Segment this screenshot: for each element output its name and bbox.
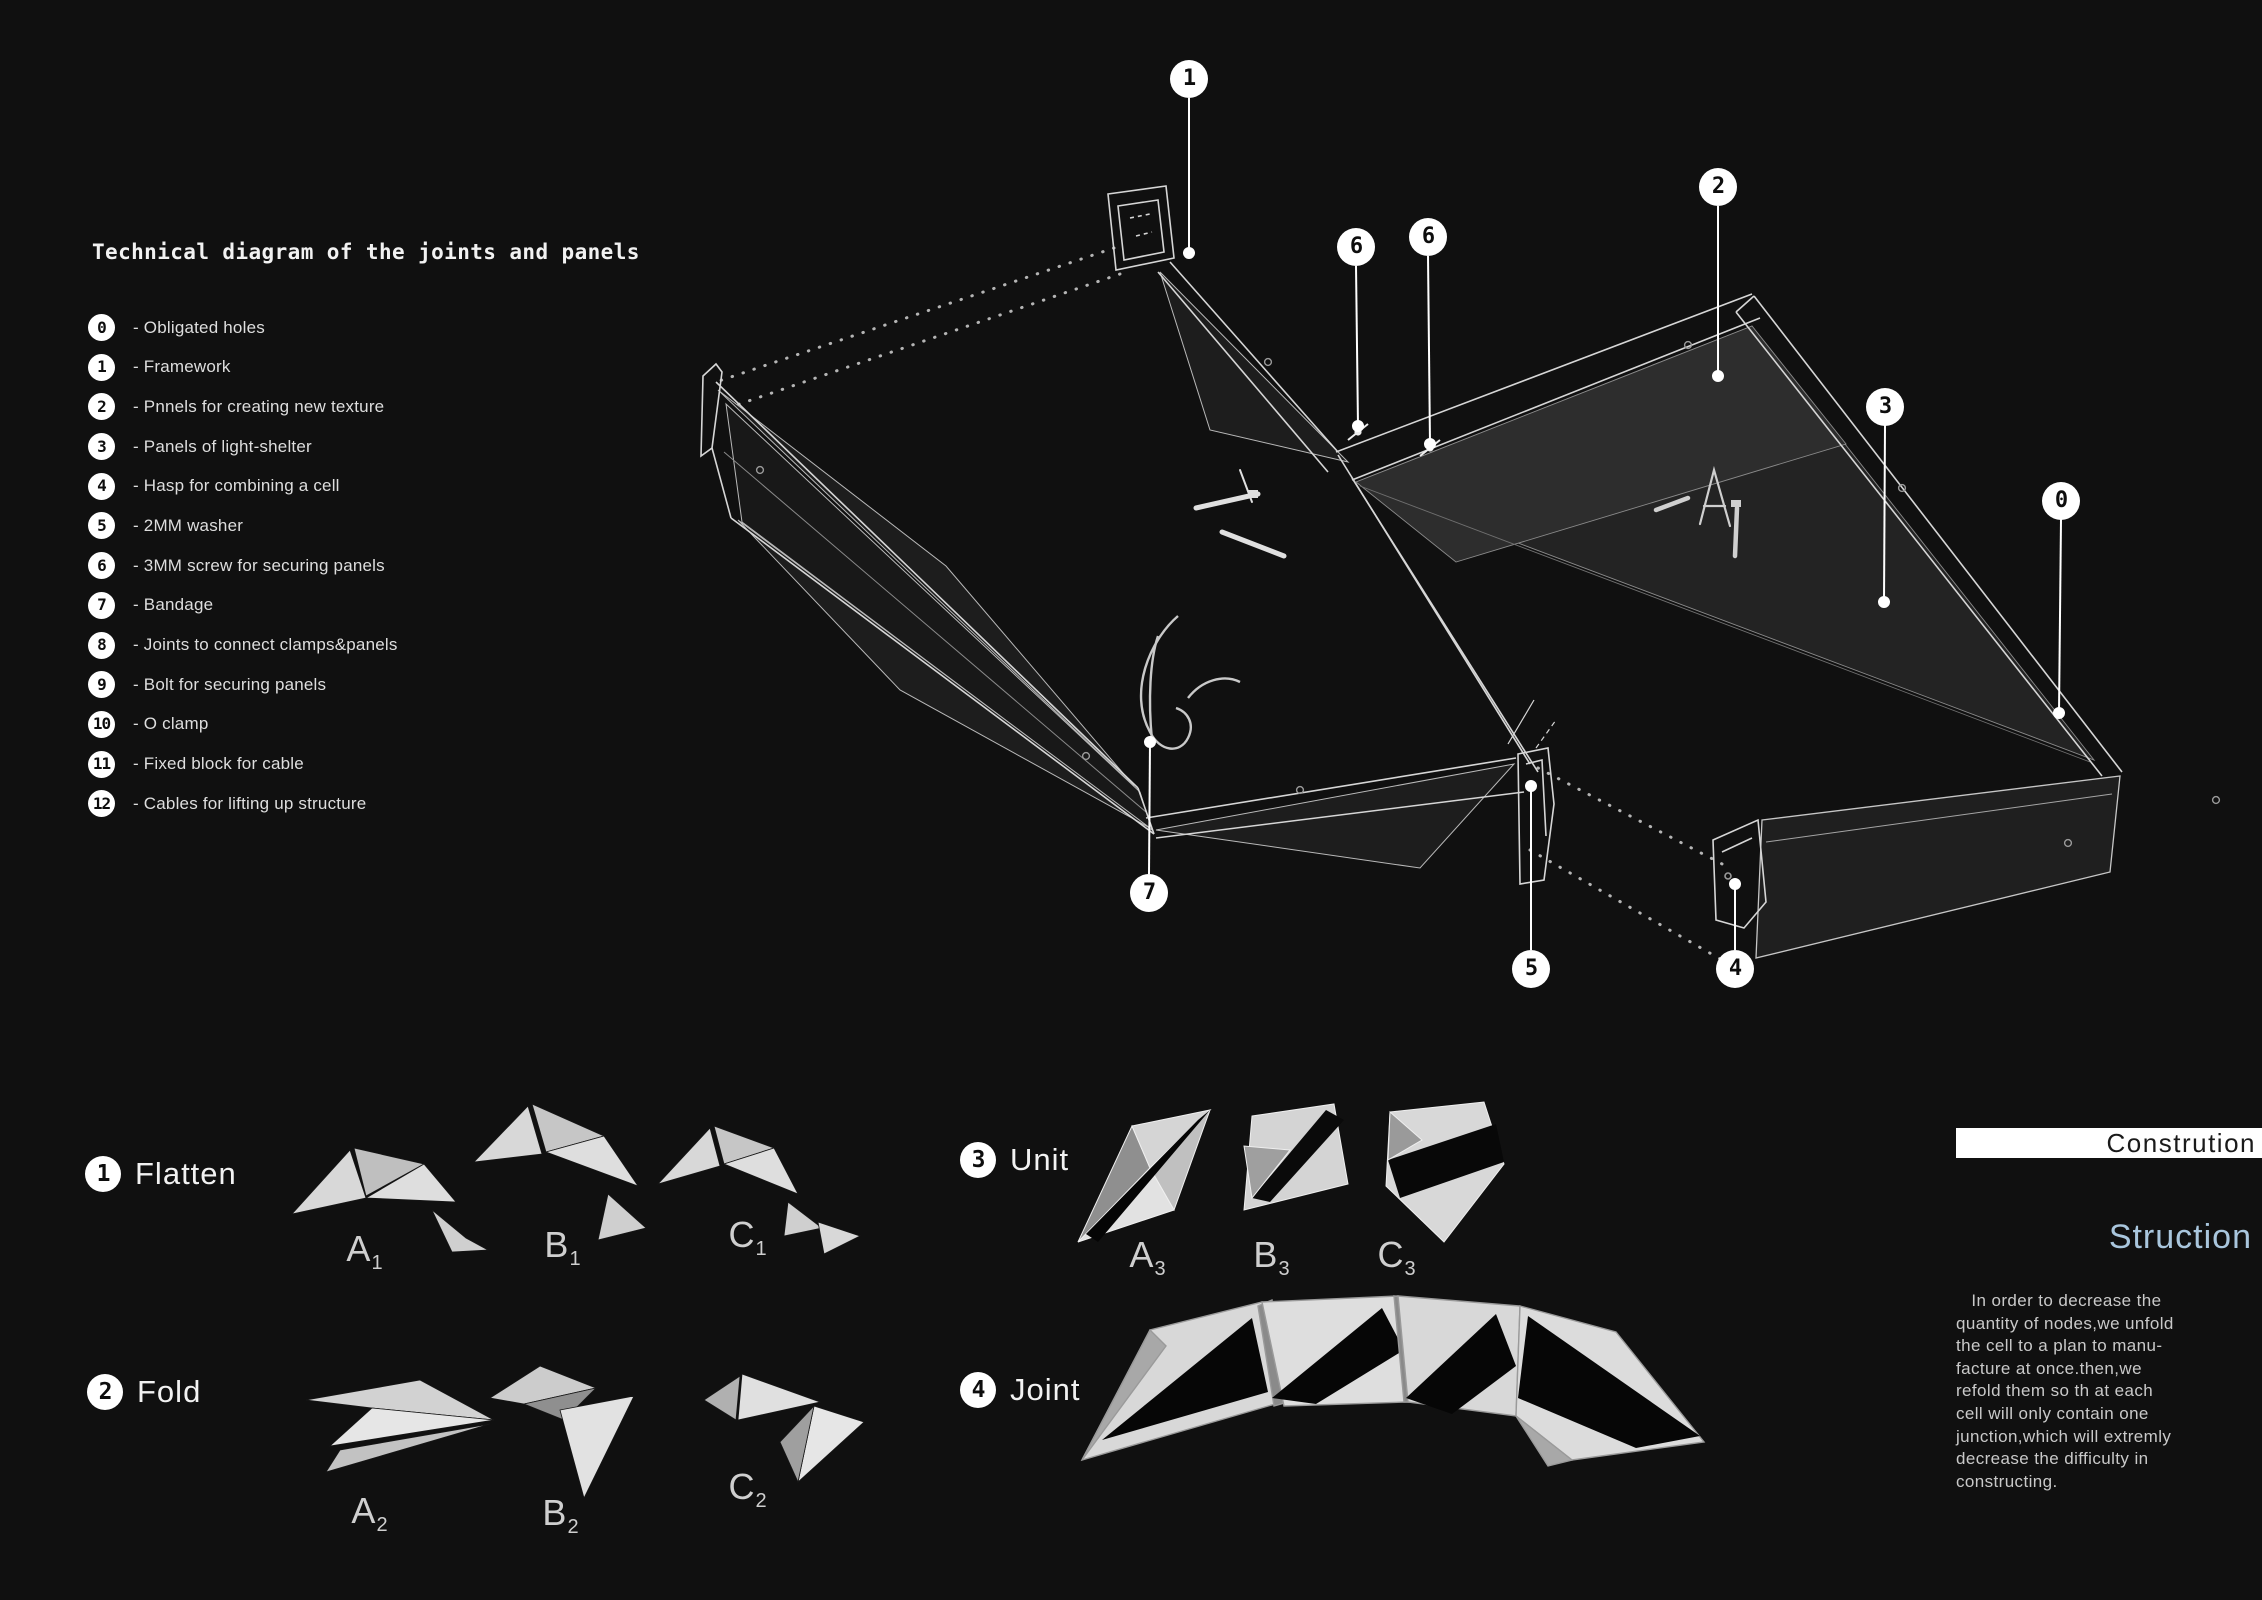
section-joint-label: Joint [1010, 1372, 1081, 1407]
callout-badge-0: 0 [2042, 482, 2080, 520]
flatten-shapes [290, 1103, 862, 1255]
construction-title-bar: Constrution [1956, 1128, 2262, 1158]
legend-number-badge: 5 [88, 512, 115, 540]
legend-number-badge: 0 [88, 314, 115, 341]
right-cell-panels [1354, 325, 2096, 763]
section-unit: 3 Unit [960, 1142, 1069, 1178]
legend-item: 3 - Panels of light-shelter [88, 433, 398, 461]
fold-shapes [305, 1365, 865, 1500]
legend-number-badge: 7 [88, 591, 115, 619]
legend-item: 10 - O clamp [88, 710, 398, 738]
page-title: Technical diagram of the joints and pane… [92, 240, 640, 264]
right-holes [1683, 340, 2221, 805]
legend-item: 6 - 3MM screw for securing panels [88, 552, 398, 580]
legend-number-badge: 11 [88, 750, 115, 778]
joint-shape [1080, 1295, 1706, 1467]
part-label-c1: C1 [728, 1214, 768, 1261]
section-fold-badge: 2 [87, 1374, 123, 1410]
support-hardware [1653, 465, 1741, 559]
legend-item-label: - Joints to connect clamps&panels [133, 635, 398, 654]
joint-hardware-pins [1193, 469, 1287, 559]
section-flatten-badge: 1 [85, 1156, 121, 1192]
legend-item-label: - Framework [133, 357, 231, 377]
part-label-b2: B2 [542, 1492, 580, 1539]
callout-badge-3: 3 [1866, 388, 1904, 426]
legend-item-label: - O clamp [133, 714, 209, 734]
legend-item: 5 - 2MM washer [88, 512, 398, 540]
legend-item-label: - Bolt for securing panels [133, 674, 327, 694]
legend-item-label: - Fixed block for cable [133, 754, 304, 774]
callout-badge-6a: 6 [1337, 228, 1375, 266]
callout-badge-5: 5 [1512, 950, 1550, 988]
legend-number-badge: 8 [88, 631, 115, 659]
part-label-a2: A2 [351, 1490, 389, 1537]
left-cell-wireframe [700, 185, 1728, 962]
callout-badge-1: 1 [1170, 60, 1208, 98]
legend-number-badge: 1 [88, 353, 115, 381]
part-label-a3: A3 [1129, 1234, 1167, 1281]
legend-item-label: - Bandage [133, 595, 214, 615]
legend-number-badge: 4 [88, 472, 115, 500]
unit-shapes [1077, 1101, 1505, 1243]
legend-item-label: - Pnnels for creating new texture [133, 396, 385, 416]
legend-item-label: - Hasp for combining a cell [133, 476, 340, 496]
construction-paragraph: In order to decrease the quantity of nod… [1956, 1291, 2174, 1491]
legend-item: 0 - Obligated holes [88, 314, 398, 341]
obligated-holes [755, 357, 1305, 795]
part-label-a1: A1 [346, 1228, 384, 1275]
callout-badge-6b: 6 [1409, 218, 1447, 256]
construction-title: Constrution [2106, 1127, 2256, 1158]
legend-item-label: - Cables for lifting up structure [133, 793, 367, 813]
part-label-b1: B1 [544, 1224, 582, 1271]
legend-item-label: - 2MM washer [133, 515, 244, 535]
part-label-c3: C3 [1377, 1234, 1417, 1281]
callout-leaders [1144, 98, 2065, 950]
legend-number-badge: 12 [88, 790, 115, 818]
legend-item: 1 - Framework [88, 353, 398, 381]
legend-item-label: - Obligated holes [133, 317, 265, 337]
bandage-curve [1139, 615, 1241, 750]
part-label-c2: C2 [728, 1466, 768, 1513]
legend-item: 11 - Fixed block for cable [88, 750, 398, 778]
section-joint-badge: 4 [960, 1372, 996, 1408]
section-unit-label: Unit [1010, 1142, 1070, 1177]
right-cell-flap [1755, 775, 2121, 959]
section-flatten-label: Flatten [135, 1156, 237, 1191]
left-cell-panels [717, 271, 1516, 869]
framework-end-box [1107, 185, 1175, 271]
legend-number-badge: 3 [88, 433, 115, 461]
bottom-junction-bracket [1507, 699, 1557, 885]
cable-dotted-lines [714, 246, 1728, 962]
section-fold-label: Fold [137, 1374, 202, 1409]
callout-badge-2: 2 [1699, 168, 1737, 206]
legend-number-badge: 9 [88, 671, 115, 699]
legend-item-label: - Panels of light-shelter [133, 436, 312, 456]
legend-item: 7 - Bandage [88, 591, 398, 619]
section-unit-badge: 3 [960, 1142, 996, 1178]
legend-item: 12 - Cables for lifting up structure [88, 790, 398, 818]
construction-subtitle: Struction [2108, 1218, 2252, 1256]
section-joint: 4 Joint [960, 1372, 1080, 1408]
section-fold: 2 Fold [87, 1374, 201, 1410]
legend: 0 - Obligated holes 1 - Framework 2 - Pn… [88, 314, 398, 830]
hasp-bracket [1712, 818, 1767, 929]
right-cell-wireframe [1335, 293, 2221, 959]
legend-item: 2 - Pnnels for creating new texture [88, 393, 398, 421]
legend-number-badge: 6 [88, 552, 115, 580]
callout-badge-4: 4 [1716, 950, 1754, 988]
legend-item-label: - 3MM screw for securing panels [133, 555, 385, 575]
legend-item: 8 - Joints to connect clamps&panels [88, 631, 398, 659]
left-corner-bracket [700, 362, 732, 519]
legend-item: 9 - Bolt for securing panels [88, 671, 398, 699]
callout-badge-7: 7 [1130, 874, 1168, 912]
legend-item: 4 - Hasp for combining a cell [88, 472, 398, 500]
legend-number-badge: 2 [88, 393, 115, 421]
part-label-b3: B3 [1253, 1234, 1291, 1281]
section-flatten: 1 Flatten [85, 1156, 237, 1192]
legend-number-badge: 10 [88, 710, 115, 738]
